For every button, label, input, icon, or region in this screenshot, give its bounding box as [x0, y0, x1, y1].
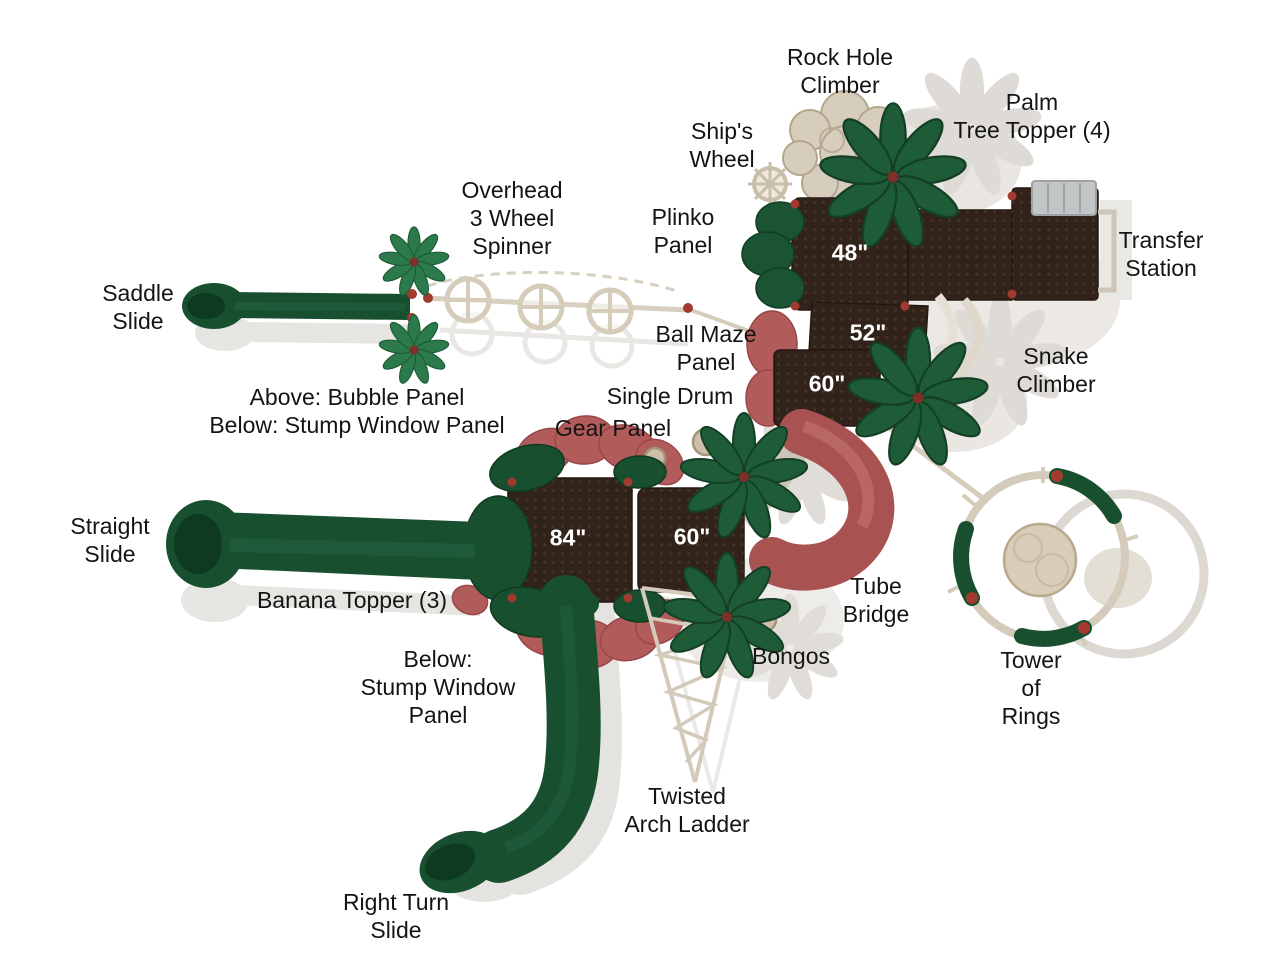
tower-of-rings-graphic — [947, 467, 1139, 647]
right-turn-slide-graphic — [419, 575, 601, 894]
saddle-slide-graphic — [182, 226, 451, 386]
bridge-walkway-graphic — [907, 209, 1013, 301]
straight-slide-graphic — [166, 500, 480, 588]
overhead-spinner-graphic — [423, 270, 753, 335]
palm-tree-toppers — [661, 102, 991, 682]
deck-48-green-topper — [741, 201, 805, 309]
ships-wheel-graphic — [748, 162, 792, 206]
center-deck-connectors — [507, 477, 747, 603]
center-green-toppers — [463, 443, 667, 638]
transfer-station-graphic — [1007, 180, 1117, 301]
